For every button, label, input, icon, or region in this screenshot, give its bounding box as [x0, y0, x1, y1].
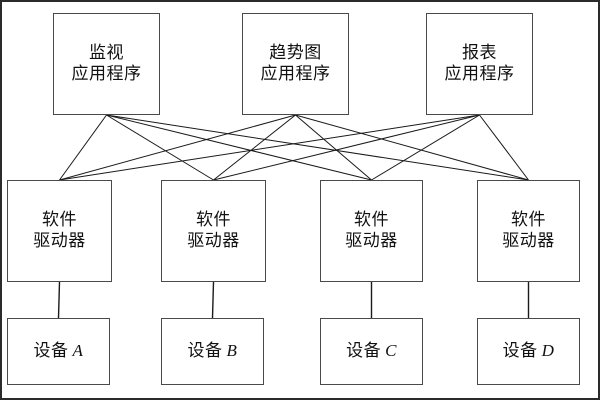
application-box-label-line2: 应用程序	[260, 64, 331, 83]
application-box-app-monitoring: 监视应用程序	[53, 13, 160, 115]
application-box-app-trend: 趋势图应用程序	[242, 13, 349, 115]
driver-box-label-line1: 软件	[196, 210, 231, 230]
mesh-edge-app-trend-to-driver-a	[59, 114, 296, 181]
mesh-edge-app-monitoring-to-driver-d	[106, 114, 529, 181]
application-box-label-line1: 报表	[462, 43, 497, 63]
device-letter: A	[72, 341, 84, 361]
application-box-label-line2: 应用程序	[444, 64, 515, 83]
stem-edge-driver-b-to-device-b	[211, 281, 215, 319]
device-label-text: 设备	[502, 341, 538, 361]
mesh-edge-app-monitoring-to-driver-b	[106, 114, 214, 181]
device-letter: C	[385, 341, 397, 361]
driver-box-driver-b: 软件驱动器	[161, 180, 266, 282]
mesh-edge-app-trend-to-driver-c	[295, 114, 372, 181]
mesh-edge-app-report-to-driver-b	[213, 114, 480, 181]
mesh-edge-app-report-to-driver-d	[479, 114, 529, 181]
application-box-label-line1: 监视	[89, 43, 124, 63]
mesh-edge-app-report-to-driver-c	[371, 114, 480, 181]
driver-box-driver-c: 软件驱动器	[320, 180, 423, 282]
device-letter: D	[541, 341, 555, 361]
driver-box-driver-a: 软件驱动器	[7, 180, 112, 282]
driver-box-label-line1: 软件	[42, 210, 77, 230]
driver-box-label-line2: 驱动器	[345, 231, 398, 250]
mesh-edge-app-trend-to-driver-b	[213, 114, 296, 181]
mesh-edge-app-monitoring-to-driver-c	[106, 114, 372, 181]
mesh-edge-app-trend-to-driver-d	[295, 114, 529, 181]
driver-box-driver-d: 软件驱动器	[477, 180, 580, 282]
mesh-edge-app-monitoring-to-driver-a	[59, 114, 107, 181]
device-letter: B	[226, 341, 238, 361]
application-box-label-line2: 应用程序	[71, 64, 142, 83]
application-box-label-line1: 趋势图	[269, 43, 322, 63]
application-box-app-report: 报表应用程序	[426, 13, 533, 115]
device-label-text: 设备	[346, 341, 382, 361]
device-label-text: 设备	[33, 341, 69, 361]
stem-edge-driver-a-to-device-a	[57, 281, 61, 319]
mesh-edge-app-report-to-driver-a	[59, 114, 480, 181]
driver-box-label-line2: 驱动器	[502, 231, 555, 250]
driver-box-label-line1: 软件	[354, 210, 389, 230]
driver-box-label-line2: 驱动器	[33, 231, 86, 250]
device-label-text: 设备	[187, 341, 223, 361]
driver-box-label-line2: 驱动器	[187, 231, 240, 250]
driver-box-label-line1: 软件	[511, 210, 546, 230]
